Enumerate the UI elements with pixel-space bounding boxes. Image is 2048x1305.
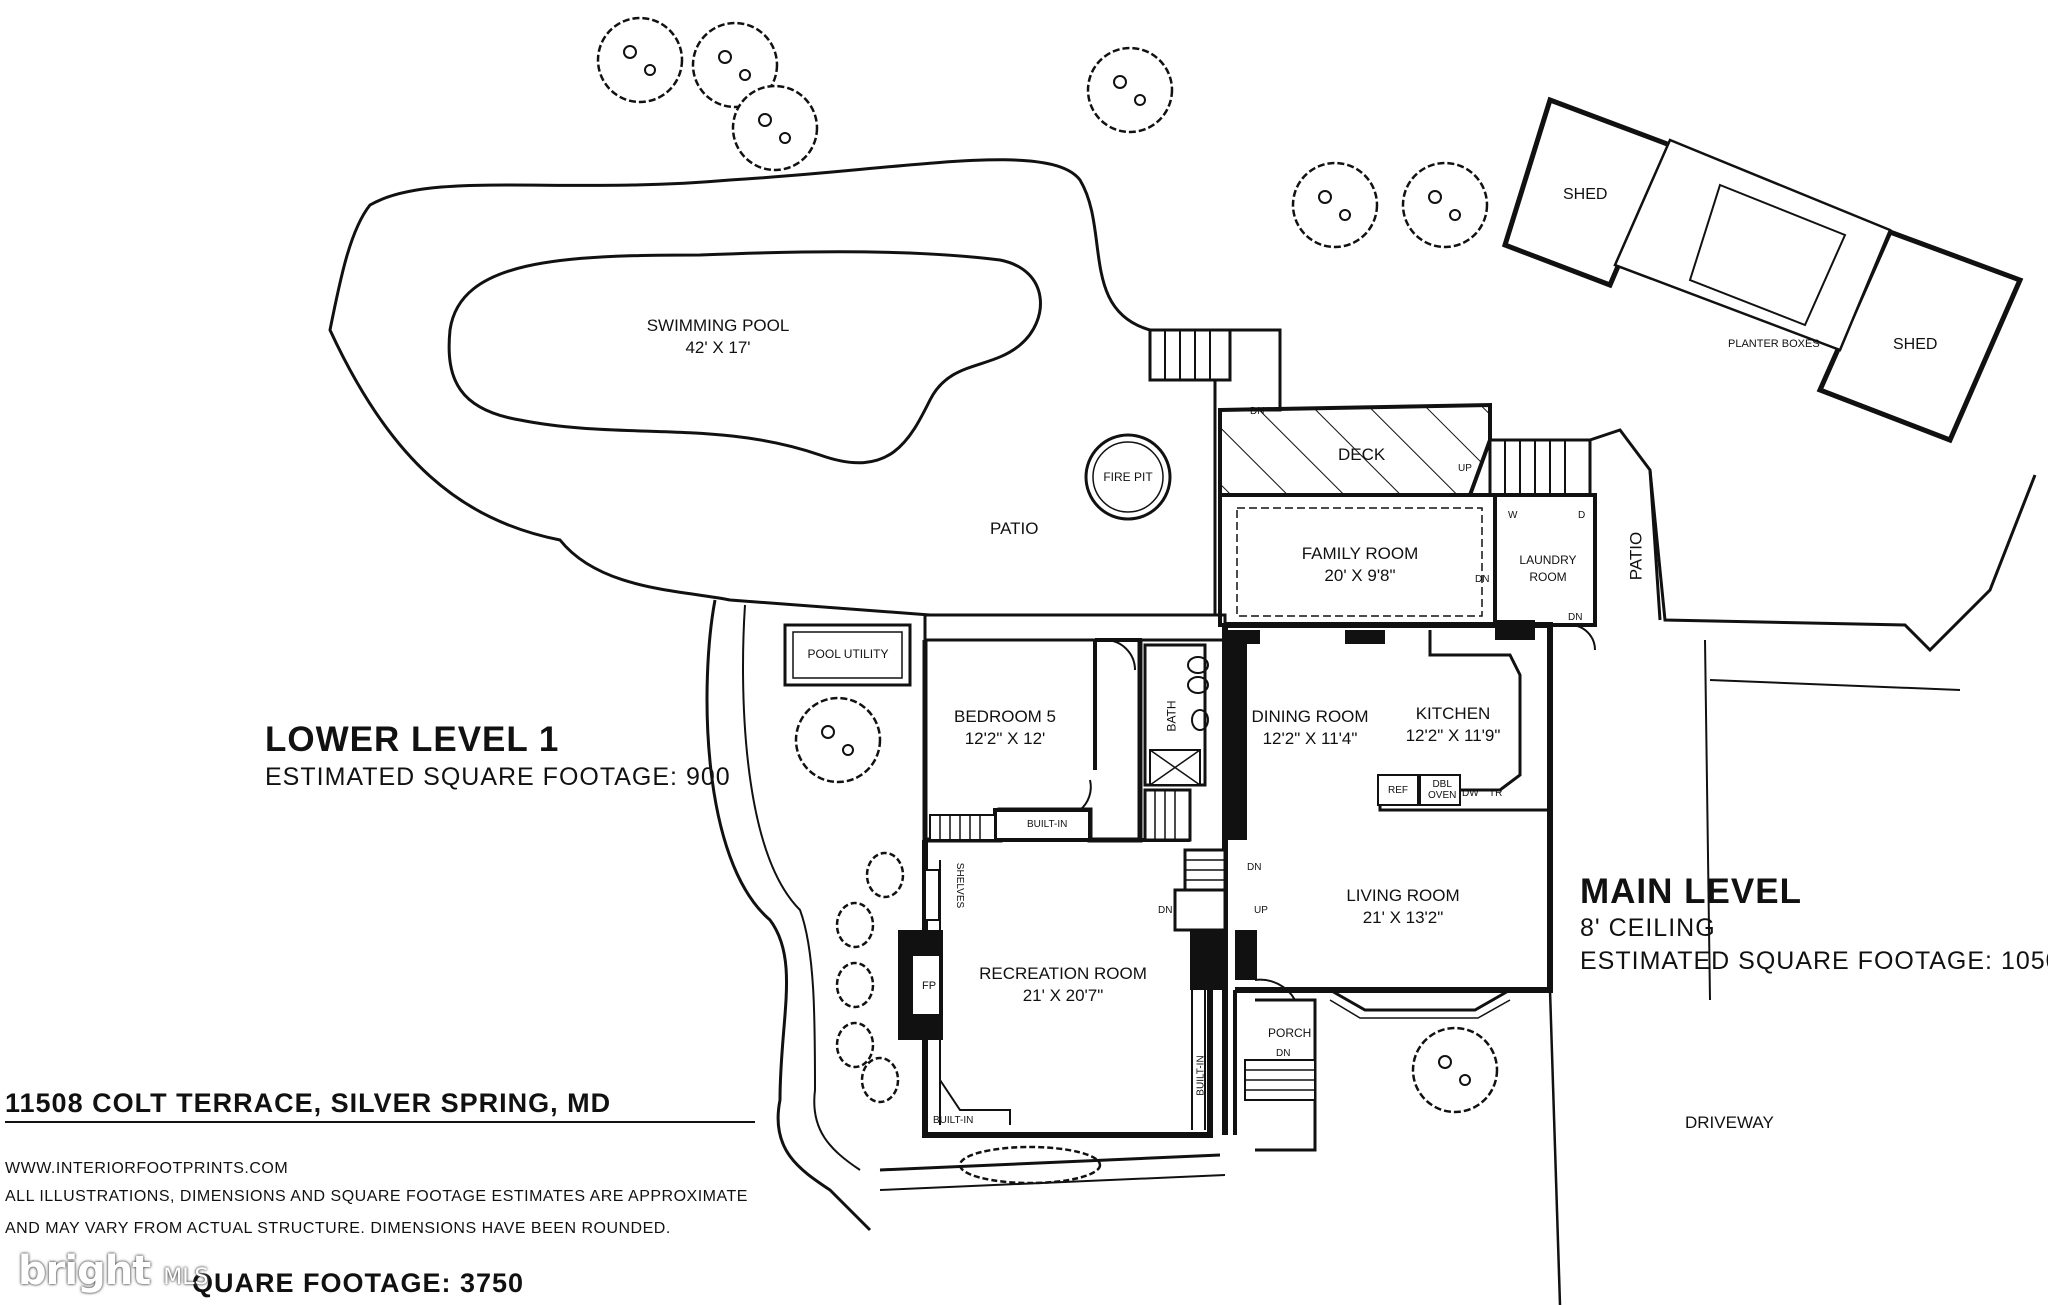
main-level-footage: ESTIMATED SQUARE FOOTAGE: 1050 [1580,947,2048,975]
ref-label: REF [1388,785,1408,796]
pool-utility-label: POOL UTILITY [807,647,889,661]
stair-dn-deck: DN [1250,406,1265,417]
pool-name: SWIMMING POOL [646,316,790,335]
family-room-label: FAMILY ROOM 20' X 9'8" [1290,543,1430,587]
disclaimer-line-2: AND MAY VARY FROM ACTUAL STRUCTURE. DIME… [5,1220,671,1237]
pool-utility [783,623,912,687]
laundry-line-1: LAUNDRY [1519,553,1577,567]
patio-east-label: PATIO [1626,531,1646,581]
stair-dn-laundry: DN [1568,612,1583,623]
dryer-label: D [1578,510,1586,521]
porch-label: PORCH [1268,1026,1312,1040]
stair-dn-main: DN [1247,862,1262,873]
website: WWW.INTERIORFOOTPRINTS.COM [5,1160,289,1177]
dbl-oven-line-1: DBL [1432,779,1452,790]
fireplace-label: FP [921,980,937,992]
main-level-title: MAIN LEVEL [1580,872,1802,911]
family-room-dims: 20' X 9'8" [1324,566,1396,585]
bedroom5-dims: 12'2" X 12' [964,729,1046,748]
address-underline [5,1121,755,1123]
disclaimer-line-1: ALL ILLUSTRATIONS, DIMENSIONS AND SQUARE… [5,1188,748,1205]
bedroom5-name: BEDROOM 5 [953,707,1057,726]
stair-dn-porch: DN [1276,1048,1291,1059]
driveway-label: DRIVEWAY [1685,1113,1774,1132]
recreation-room-name: RECREATION ROOM [979,964,1147,983]
shed-2-label: SHED [1893,336,1938,353]
built-in-label-3: BUILT-IN [1195,1055,1207,1096]
tr-label: TR [1489,788,1503,799]
dining-room-label: DINING ROOM 12'2" X 11'4" [1240,706,1380,750]
dbl-oven-line-2: OVEN [1428,790,1457,801]
logo-suffix: MLS [163,1265,209,1290]
patio-label: PATIO [990,519,1039,538]
living-room-label: LIVING ROOM 21' X 13'2" [1333,885,1473,929]
planter-boxes-label: PLANTER BOXES [1728,338,1820,350]
shed-1-label: SHED [1563,186,1608,203]
kitchen-dims: 12'2" X 11'9" [1405,726,1501,745]
laundry-room-label: LAUNDRY ROOM [1512,552,1584,586]
family-room-name: FAMILY ROOM [1301,544,1419,563]
total-footage: QUARE FOOTAGE: 3750 [192,1268,525,1298]
bright-mls-logo: bright MLS [18,1248,208,1294]
property-address: 11508 COLT TERRACE, SILVER SPRING, MD [5,1088,612,1118]
dbl-oven-label: DBL OVEN [1428,779,1456,801]
fire-pit [1084,433,1172,521]
lower-level-title: LOWER LEVEL 1 [265,720,560,759]
built-in-label-1: BUILT-IN [1027,819,1068,830]
recreation-room-label: RECREATION ROOM 21' X 20'7" [978,963,1148,1007]
stair-up-deck: UP [1458,463,1472,474]
stair-dn-lower: DN [1158,905,1173,916]
main-level-ceiling: 8' CEILING [1580,914,1716,942]
recreation-room-dims: 21' X 20'7" [1022,986,1104,1005]
bath-label: BATH [1164,700,1179,732]
kitchen-name: KITCHEN [1415,704,1491,723]
deck-stairs [1148,328,1232,382]
bedroom5-label: BEDROOM 5 12'2" X 12' [950,706,1060,750]
laundry-line-2: ROOM [1529,570,1567,584]
planter-area [1613,138,1892,352]
side-path [705,599,872,1232]
stair-up-main: UP [1254,905,1268,916]
lower-level-footage: ESTIMATED SQUARE FOOTAGE: 900 [265,763,731,791]
deck [1218,402,1492,497]
dw-label: DW [1462,788,1479,799]
living-room-dims: 21' X 13'2" [1362,908,1444,927]
logo-word: bright [18,1248,151,1294]
pool-dims: 42' X 17' [685,338,751,357]
dining-room-name: DINING ROOM [1251,707,1369,726]
dining-room-dims: 12'2" X 11'4" [1262,729,1358,748]
pool-label: SWIMMING POOL 42' X 17' [628,315,808,359]
built-in-label-2: BUILT-IN [933,1115,974,1126]
deck-label: DECK [1338,445,1386,464]
patio-outline [328,158,1217,617]
swimming-pool [447,250,1042,465]
washer-label: W [1508,510,1518,521]
stair-dn-family: DN [1475,574,1490,585]
living-room-name: LIVING ROOM [1346,886,1460,905]
fire-pit-label: FIRE PIT [1103,470,1153,484]
kitchen-label: KITCHEN 12'2" X 11'9" [1398,703,1508,747]
shelves-label: SHELVES [954,862,966,909]
